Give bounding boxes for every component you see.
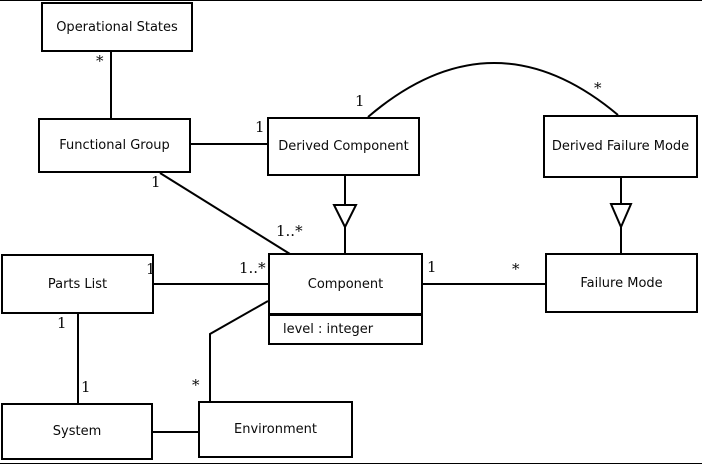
multiplicity-label: 1 bbox=[255, 118, 265, 136]
association-arc-derived-component-derived-failure-mode bbox=[367, 62, 619, 118]
class-name-label: Functional Group bbox=[59, 138, 170, 153]
generalization-triangle-icon bbox=[332, 204, 358, 230]
multiplicity-label: 1 bbox=[427, 258, 437, 276]
multiplicity-label: * bbox=[512, 260, 520, 278]
class-name-label: Operational States bbox=[56, 19, 178, 35]
multiplicity-label: * bbox=[192, 376, 200, 394]
multiplicity-label: 1 bbox=[146, 260, 156, 278]
multiplicity-label: 1..* bbox=[239, 259, 266, 277]
multiplicity-label: 1 bbox=[81, 378, 91, 396]
class-derived-failure-mode[interactable]: Derived Failure Mode bbox=[543, 115, 698, 178]
association-functional-group-component bbox=[159, 172, 291, 255]
class-attribute-label: level : integer bbox=[283, 322, 374, 337]
multiplicity-label: 1 bbox=[355, 92, 365, 110]
screenshot-top-border bbox=[0, 0, 702, 1]
association-component-environment bbox=[209, 300, 269, 401]
class-component[interactable]: Component level : integer bbox=[268, 253, 423, 345]
class-name-label: Parts List bbox=[47, 276, 108, 292]
multiplicity-label: 1 bbox=[57, 314, 67, 332]
class-name-label: Failure Mode bbox=[580, 275, 663, 291]
class-operational-states[interactable]: Operational States bbox=[41, 2, 193, 52]
class-parts-list[interactable]: Parts List bbox=[1, 254, 154, 314]
multiplicity-label: 1..* bbox=[276, 222, 303, 240]
class-name-label: Derived Component bbox=[278, 139, 409, 154]
class-name-label: Derived Failure Mode bbox=[551, 139, 690, 154]
class-name-label: Environment bbox=[233, 422, 317, 437]
multiplicity-label: 1 bbox=[151, 173, 161, 191]
class-name-label: System bbox=[52, 424, 102, 439]
class-functional-group[interactable]: Functional Group bbox=[38, 118, 191, 173]
class-name-text: Component bbox=[307, 276, 384, 292]
class-failure-mode[interactable]: Failure Mode bbox=[545, 253, 698, 313]
class-name-label: Component bbox=[270, 255, 421, 316]
class-system[interactable]: System bbox=[1, 403, 153, 460]
class-environment[interactable]: Environment bbox=[198, 401, 353, 458]
multiplicity-label: * bbox=[96, 52, 104, 70]
class-derived-component[interactable]: Derived Component bbox=[267, 117, 420, 176]
multiplicity-label: * bbox=[594, 79, 602, 97]
generalization-triangle-icon bbox=[609, 203, 633, 230]
